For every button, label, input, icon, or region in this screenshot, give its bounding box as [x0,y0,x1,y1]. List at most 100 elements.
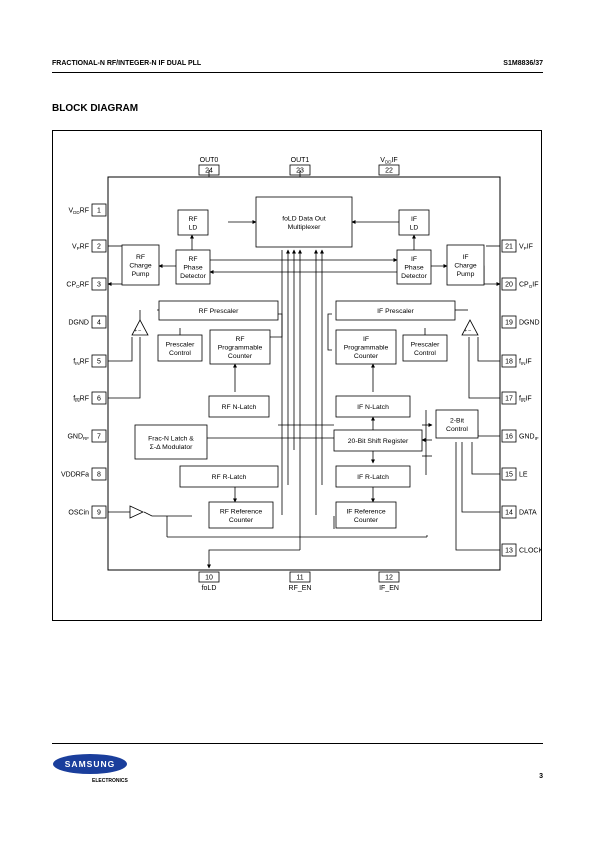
block-label: Σ-Δ Modulator [150,444,193,451]
block-label: RF [235,336,244,343]
pin-number: 15 [505,472,513,479]
block-label: foLD Data Out [282,215,326,222]
block-label: IF R-Latch [357,474,389,481]
pin-label: DATA [519,510,537,517]
block-rf-prescaler: RF Prescaler [158,300,279,321]
block-shift-register: 20-Bit Shift Register [333,429,423,452]
amp-plus-minus-rf: + – [134,328,141,334]
pin-number: 17 [505,396,513,403]
block-label: Control [414,350,436,357]
block-label: IF Reference [346,508,386,515]
pin-number: 18 [505,359,513,366]
pin-label: OUT1 [291,157,310,164]
block-label: 20-Bit Shift Register [348,438,409,445]
block-label: RF [188,256,197,263]
pin-label: OUT0 [200,157,219,164]
blocks: foLD Data OutMultiplexerRFLDIFLDRFCharge… [121,196,485,529]
chip-outline [107,176,501,571]
block-label: Control [169,350,191,357]
pin-number: 21 [505,244,513,251]
pin-label: VDDRF [68,208,89,216]
block-label: LD [189,224,198,231]
pin-label: CPORF [66,282,89,290]
pin-label: CPOIF [519,282,538,290]
block-label: IF Prescaler [377,308,414,315]
if-input-amplifier [461,319,479,336]
pin-number: 1 [97,208,101,215]
pin-label: OSCin [68,510,89,517]
block-label: Counter [229,517,254,524]
logo-division: ELECTRONICS [92,778,129,784]
block-label: IF [363,336,369,343]
block-label: Charge [129,263,152,270]
block-label: Detector [401,273,427,280]
block-label: IF [462,254,468,261]
block-label: RF N-Latch [222,404,257,411]
block-label: RF Prescaler [199,308,239,315]
pin-number: 11 [296,575,303,582]
rf-input-amplifier [131,319,149,336]
osc-buffer [129,505,144,519]
block-if-r-latch: IF R-Latch [335,465,411,488]
block-label: IF [411,256,417,263]
pin-label: fINRF [73,359,89,367]
pin-number: 20 [505,282,513,289]
section-title: BLOCK DIAGRAM [52,103,139,114]
header-part-number: S1M8836/37 [503,60,543,67]
pin-label: fINRF [73,396,89,404]
block-label: Phase [404,265,423,272]
left-pin-1: 1 VDDRF [68,203,107,217]
pin-number: 7 [97,434,101,441]
block-label: Control [446,426,468,433]
header-title: FRACTIONAL-N RF/INTEGER-N IF DUAL PLL [52,60,202,67]
pin-label: LE [519,472,528,479]
block-label: Pump [132,271,150,278]
pin-number: 9 [97,510,101,517]
block-rf-r-latch: RF R-Latch [179,465,279,488]
pin-number: 22 [385,168,393,175]
block-label: RF R-Latch [212,474,247,481]
block-label: Counter [228,353,253,360]
pin-label: GNDRF [67,434,89,442]
block-label: RF [188,216,197,223]
block-label: Pump [457,271,475,278]
block-frac-n: Frac-N Latch &Σ-Δ Modulator [134,424,208,460]
block-if-n-latch: IF N-Latch [335,395,411,418]
pin-label: VPRF [72,244,89,252]
block-label: Phase [183,265,202,272]
pin-label: RF_EN [289,585,312,592]
block-label: Counter [354,517,379,524]
pin-number: 19 [505,320,513,327]
header-rule [52,72,543,73]
block-label: Charge [454,263,477,270]
diagram-frame [52,130,542,621]
block-label: RF [136,254,145,261]
pin-label: DGND [68,320,89,327]
pin-number: 2 [97,244,101,251]
pin-number: 3 [97,282,101,289]
left-pin-3: 3 CPORF [66,277,107,291]
